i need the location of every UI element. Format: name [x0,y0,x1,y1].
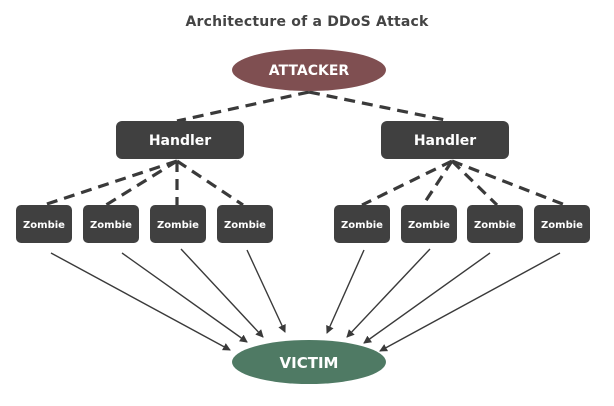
zombie-label: Zombie [541,220,583,231]
attack-arrow-zombie-8 [379,252,561,352]
zombie-node-8: Zombie [534,205,590,243]
zombie-box [401,205,457,243]
attack-arrow-zombie-7 [363,252,491,344]
zombie-box [217,205,273,243]
zombie-box [334,205,390,243]
handler-label: Handler [149,133,211,149]
zombie-label: Zombie [90,220,132,231]
attack-arrow-zombie-4 [246,249,286,333]
control-link-attacker-handler-2 [308,90,451,123]
control-link-handler-zombie-2 [105,159,178,207]
zombie-node-7: Zombie [467,205,523,243]
attack-arrow-zombie-5 [326,249,365,334]
handler-node-1: Handler [116,121,244,159]
zombie-box [534,205,590,243]
attacker-label: ATTACKER [269,63,350,79]
attack-arrow-zombie-3 [180,248,264,338]
zombie-node-6: Zombie [401,205,457,243]
zombie-node-4: Zombie [217,205,273,243]
zombie-label: Zombie [23,220,65,231]
zombie-box [16,205,72,243]
attack-arrow-zombie-2 [121,252,248,343]
zombie-node-2: Zombie [83,205,139,243]
control-link-handler-zombie-1 [43,159,178,207]
zombie-label: Zombie [474,220,516,231]
handler-label: Handler [414,133,476,149]
handler-node-2: Handler [381,121,509,159]
zombie-box [467,205,523,243]
attacker-node: ATTACKER [232,49,386,91]
attacker-ellipse [232,49,386,91]
control-link-handler-zombie-7 [450,159,499,207]
diagram-title: Architecture of a DDoS Attack [185,14,429,30]
victim-ellipse [232,340,386,384]
zombie-node-5: Zombie [334,205,390,243]
zombie-node-1: Zombie [16,205,72,243]
victim-label: VICTIM [280,354,339,372]
zombie-box [150,205,206,243]
attack-arrow-zombie-6 [346,248,431,338]
zombie-box [83,205,139,243]
handler-box [116,121,244,159]
handler-box [381,121,509,159]
control-link-handler-zombie-4 [176,159,244,207]
control-link-attacker-handler-1 [176,90,310,123]
attack-arrow-zombie-1 [50,252,231,351]
control-link-handler-zombie-8 [451,159,566,207]
zombie-label: Zombie [157,220,199,231]
zombie-label: Zombie [224,220,266,231]
zombie-node-3: Zombie [150,205,206,243]
zombie-label: Zombie [341,220,383,231]
control-link-handler-zombie-6 [421,160,454,206]
victim-node: VICTIM [232,340,386,384]
zombie-label: Zombie [408,220,450,231]
